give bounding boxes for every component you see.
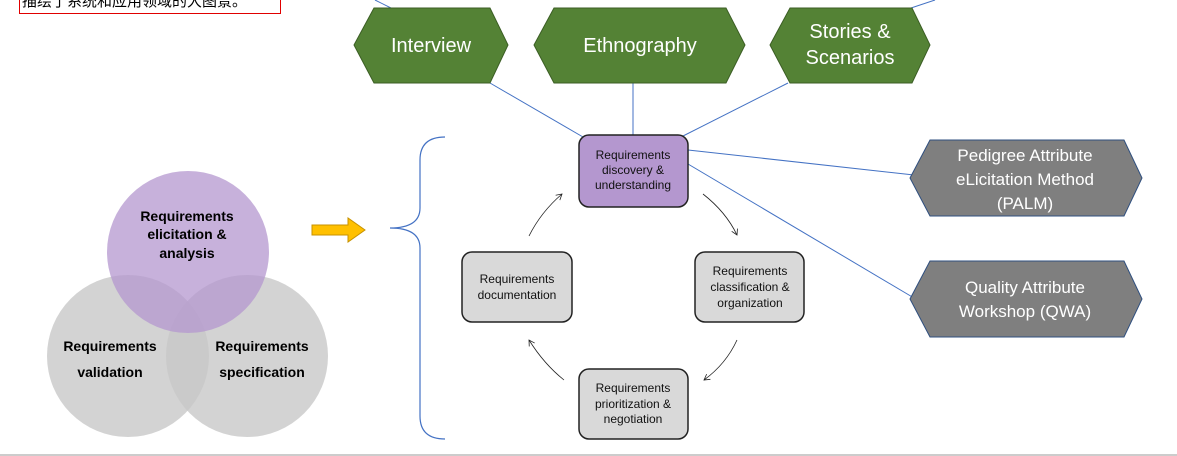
connector-lines	[374, 0, 936, 299]
svg-text:Workshop (QWA): Workshop (QWA)	[959, 302, 1091, 321]
box-documentation: Requirements documentation	[461, 251, 573, 323]
hex-stories: Stories & Scenarios	[769, 7, 931, 84]
svg-text:understanding: understanding	[595, 178, 671, 192]
svg-text:prioritization &: prioritization &	[595, 397, 671, 411]
svg-text:Scenarios: Scenarios	[806, 47, 895, 69]
svg-text:Requirements: Requirements	[63, 338, 157, 354]
box-classification: Requirements classification & organization	[694, 251, 805, 323]
svg-text:negotiation: negotiation	[604, 412, 663, 426]
interview-label: Interview	[391, 35, 472, 57]
svg-text:documentation: documentation	[478, 288, 557, 302]
ethnography-label: Ethnography	[583, 35, 696, 57]
caption-text: 描绘了系统和应用领域的大图景。	[19, 0, 281, 14]
arrow-right-icon	[311, 217, 366, 243]
svg-text:discovery &: discovery &	[602, 163, 664, 177]
svg-text:specification: specification	[219, 364, 305, 380]
cycle-arrows	[528, 193, 738, 381]
svg-text:Quality Attribute: Quality Attribute	[965, 278, 1085, 297]
box-prioritization: Requirements prioritization &negotiation	[578, 368, 689, 440]
venn-diagram: Requirements elicitation & analysis Requir…	[47, 171, 328, 437]
svg-text:Requirements: Requirements	[596, 148, 671, 162]
svg-text:(PALM): (PALM)	[997, 194, 1053, 213]
svg-text:Requirements: Requirements	[480, 272, 555, 286]
svg-text:Requirements: Requirements	[215, 338, 309, 354]
svg-text:organization: organization	[717, 296, 782, 310]
svg-text:elicitation &: elicitation &	[147, 226, 226, 242]
svg-text:Requirements: Requirements	[140, 208, 234, 224]
brace	[389, 136, 446, 440]
svg-text:eLicitation Method: eLicitation Method	[956, 170, 1094, 189]
svg-text:Pedigree Attribute: Pedigree Attribute	[957, 146, 1092, 165]
svg-text:Requirements: Requirements	[713, 264, 788, 278]
svg-text:analysis: analysis	[159, 245, 214, 261]
svg-text:validation: validation	[77, 364, 142, 380]
svg-text:Stories &: Stories &	[809, 21, 891, 43]
svg-text:classification &: classification &	[710, 280, 789, 294]
hex-palm: Pedigree Attribute eLicitation Method (PAL…	[909, 139, 1143, 217]
svg-text:Requirements: Requirements	[596, 381, 671, 395]
hex-ethnography: Ethnography	[533, 7, 746, 84]
hex-interview: Interview	[353, 7, 509, 84]
